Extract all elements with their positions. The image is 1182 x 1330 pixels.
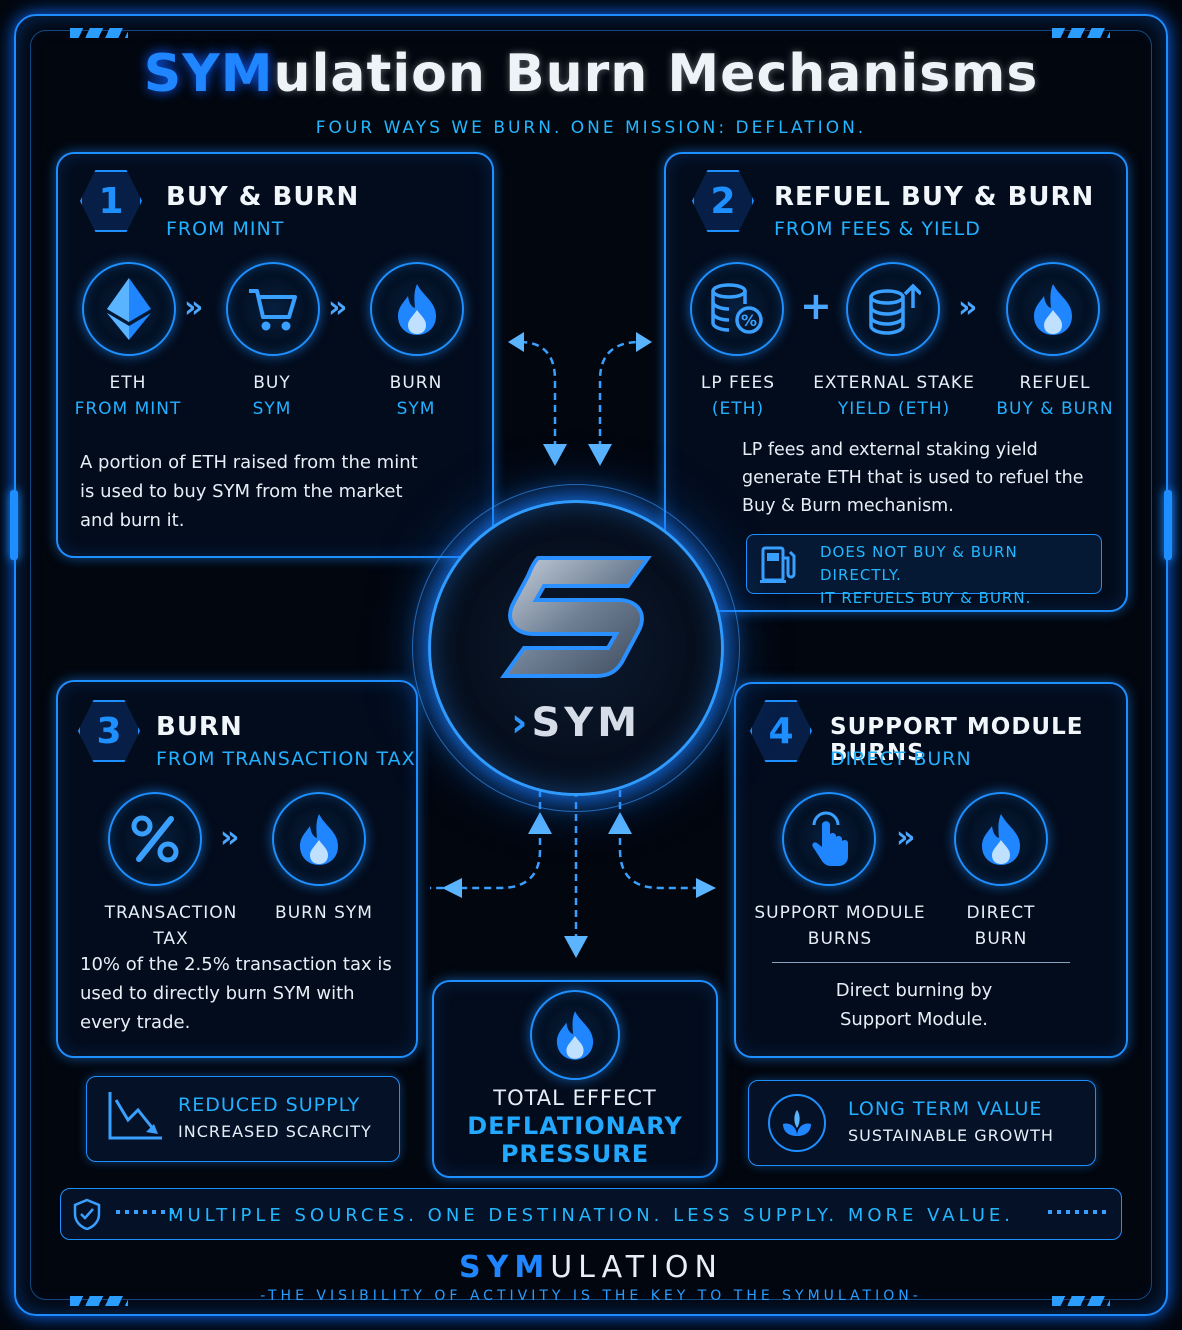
flame-icon (370, 262, 464, 356)
flame-icon (272, 792, 366, 886)
panel2-title: REFUEL BUY & BURN (774, 182, 1095, 212)
cart-icon (226, 262, 320, 356)
center-sym-label: ›SYM (510, 700, 642, 746)
panel3-step-tax: TRANSACTION TAX (104, 903, 238, 949)
panel1-description: A portion of ETH raised from the mint is… (80, 452, 418, 531)
trend-down-icon (106, 1090, 164, 1142)
sustainable-growth-label: SUSTAINABLE GROWTH (848, 1126, 1054, 1145)
increased-scarcity-label: INCREASED SCARCITY (178, 1122, 372, 1141)
leaf-growth-icon (768, 1094, 826, 1152)
panel2-description: LP fees and external staking yield gener… (742, 440, 1084, 516)
panel3-title: BURN (156, 712, 243, 742)
frame-side-bar (1164, 490, 1172, 560)
flame-icon (954, 792, 1048, 886)
reduced-supply-label: REDUCED SUPPLY (178, 1094, 361, 1116)
title-highlight: SYM (143, 44, 274, 104)
footer-dots (116, 1210, 176, 1214)
brand-logo: SYMULATION (459, 1250, 723, 1285)
total-effect-deflationary: DEFLATIONARY (467, 1112, 683, 1140)
panel2-step-lp-fees: LP FEES(ETH) (700, 373, 776, 419)
frame-tick (70, 28, 128, 38)
total-effect-label: TOTAL EFFECT (493, 1086, 657, 1110)
footer-slogan: MULTIPLE SOURCES. ONE DESTINATION. LESS … (167, 1205, 1015, 1226)
page-subtitle: FOUR WAYS WE BURN. ONE MISSION: DEFLATIO… (315, 118, 867, 138)
panel2-note (746, 534, 1102, 594)
ethereum-icon (82, 262, 176, 356)
panel1-title: BUY & BURN (166, 182, 360, 212)
frame-tick (1052, 28, 1110, 38)
percent-icon (108, 792, 202, 886)
tap-hand-icon (782, 792, 876, 886)
panel2-note-text: DOES NOT BUY & BURN DIRECTLY.IT REFUELS … (820, 543, 1032, 607)
center-ring (412, 484, 740, 812)
chevron-right-icon: » (328, 290, 348, 325)
brand-tagline: -THE VISIBILITY OF ACTIVITY IS THE KEY T… (260, 1288, 922, 1304)
panel3-subtitle: FROM TRANSACTION TAX (156, 748, 416, 770)
chevron-right-icon: » (958, 290, 978, 325)
frame-side-bar (10, 490, 18, 560)
panel3-description: 10% of the 2.5% transaction tax is used … (80, 954, 392, 1033)
frame-tick (70, 1296, 128, 1306)
shield-check-icon (72, 1198, 102, 1230)
flame-icon (530, 990, 620, 1080)
outer-frame (14, 14, 1168, 1316)
panel4-subtitle: DIRECT BURN (830, 748, 972, 770)
svg-text:%: % (741, 311, 757, 330)
coins-percent-icon: % (690, 262, 784, 356)
total-effect-pressure: PRESSURE (500, 1140, 650, 1168)
long-term-value-label: LONG TERM VALUE (848, 1098, 1043, 1120)
panel2-subtitle: FROM FEES & YIELD (774, 218, 981, 240)
chevron-right-icon: » (220, 820, 240, 855)
plus-icon: + (800, 284, 832, 328)
chevron-right-icon: » (184, 290, 204, 325)
coins-up-icon (846, 262, 940, 356)
panel4-description: Direct burning by Support Module. (835, 980, 993, 1030)
reduced-supply-box (86, 1076, 400, 1162)
inner-frame (30, 30, 1152, 1300)
footer-dots (1048, 1210, 1108, 1214)
footer-bar (60, 1188, 1122, 1240)
chevron-right-icon: » (896, 820, 916, 855)
flame-icon (1006, 262, 1100, 356)
sym-logo-icon (498, 552, 654, 682)
panel4-divider (772, 962, 1070, 963)
panel3-step-burn: BURN SYM (275, 903, 373, 923)
fuel-pump-icon (760, 544, 798, 584)
panel4-title: SUPPORT MODULE BURNS (830, 714, 1084, 766)
page-title: SYMulation Burn Mechanisms (0, 44, 1182, 104)
panel1-subtitle: FROM MINT (166, 218, 285, 240)
title-rest: ulation Burn Mechanisms (273, 44, 1039, 104)
frame-tick (1052, 1296, 1110, 1306)
